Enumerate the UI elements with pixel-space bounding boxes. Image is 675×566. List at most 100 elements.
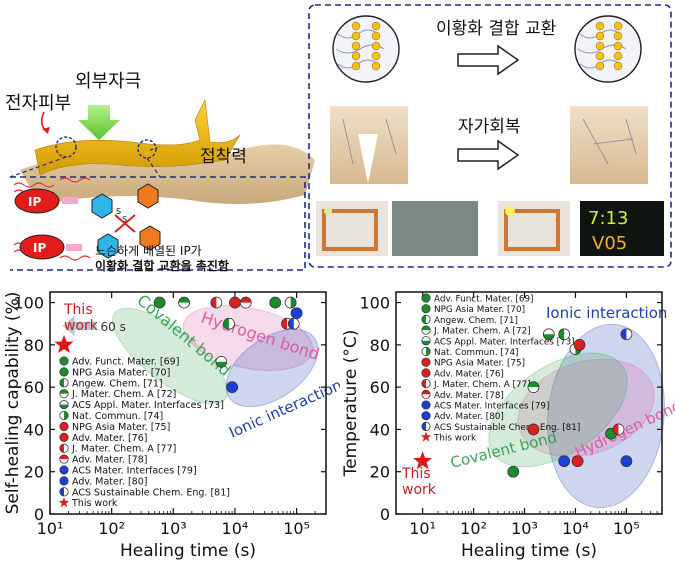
legend-entry: Adv. Mater. [76] bbox=[72, 433, 147, 444]
data-point bbox=[210, 296, 223, 309]
legend-entry: ACS Appl. Mater. Interfaces [73] bbox=[434, 337, 575, 347]
legend-marker bbox=[420, 431, 432, 442]
legend-entry: Adv. Mater. [78] bbox=[72, 455, 147, 466]
ytick-label: 0 bbox=[380, 505, 390, 524]
legend-marker bbox=[59, 432, 69, 442]
legend-entry: Adv. Mater. [80] bbox=[72, 476, 147, 487]
data-point bbox=[527, 381, 540, 393]
this-work-star bbox=[54, 334, 74, 353]
ytick-label: 60 bbox=[24, 378, 44, 397]
xtick-label: 10² bbox=[98, 519, 125, 538]
ytick-label: 60 bbox=[370, 378, 390, 397]
data-point bbox=[229, 296, 241, 309]
adhesion-label: 접착력 bbox=[200, 147, 247, 167]
legend-entry: Adv. Mater. [76] bbox=[434, 369, 504, 379]
skin-label: 전자피부 bbox=[5, 93, 71, 114]
legend-entry: J. Mater. Chem. A [72] bbox=[71, 389, 176, 400]
data-point bbox=[284, 296, 297, 309]
led-text-bottom: V05 bbox=[592, 233, 627, 254]
legend-entry: This work bbox=[71, 498, 118, 509]
legend-entry: NPG Asia Mater. [75] bbox=[72, 422, 170, 433]
legend-entry: Nat. Commun. [74] bbox=[72, 411, 163, 422]
legend-entry: This work bbox=[433, 434, 477, 444]
legend-marker bbox=[421, 336, 431, 346]
this-work-label: work bbox=[64, 318, 99, 334]
xtick-label: 10³ bbox=[511, 519, 538, 538]
data-point bbox=[543, 328, 555, 341]
legend-marker bbox=[58, 497, 70, 508]
led-text-top: 7:13 bbox=[588, 208, 628, 229]
data-point bbox=[290, 307, 303, 319]
arrow-label: 60 s bbox=[101, 320, 126, 334]
ip-molecule-bottom: IP bbox=[19, 234, 65, 260]
stimulus-arrow bbox=[78, 105, 120, 140]
mechanism-frame bbox=[308, 4, 672, 268]
eskin-schematic: 전자피부 외부자극 접착력 IP IP S S 느슨하게 배열된 IP가 이황화… bbox=[5, 71, 315, 273]
data-point bbox=[287, 317, 300, 330]
led-display-photo: 7:13 V05 bbox=[580, 201, 664, 256]
data-point bbox=[178, 296, 190, 309]
data-point bbox=[558, 455, 570, 467]
legend: Adv. Funct. Mater. [69] NPG Asia Mater. [… bbox=[58, 356, 230, 509]
data-point bbox=[215, 355, 228, 368]
ip-label-top: IP bbox=[28, 195, 41, 209]
legend: Adv. Funct. Mater. [69]NPG Asia Mater. [… bbox=[420, 293, 580, 444]
exchange-arrow bbox=[457, 44, 520, 76]
legend-marker bbox=[59, 389, 69, 399]
xtick-label: 10⁴ bbox=[562, 519, 589, 538]
legend-marker bbox=[59, 443, 69, 453]
region-ionic-interaction bbox=[225, 328, 319, 408]
network-before bbox=[332, 15, 400, 83]
this-work-label: This bbox=[63, 302, 93, 318]
region-hydrogen-bond bbox=[182, 305, 314, 371]
legend-entry: Adv. Mater. [80] bbox=[434, 412, 504, 422]
this-work-label: This bbox=[401, 466, 431, 482]
ytick-label: 0 bbox=[34, 505, 44, 524]
legend-entry: ACS Mater. Interfaces [79] bbox=[72, 466, 197, 477]
selfheal-arrow bbox=[457, 139, 520, 171]
this-work-star bbox=[413, 451, 433, 470]
data-point bbox=[612, 423, 625, 436]
xtick-label: 10⁵ bbox=[283, 519, 310, 538]
legend-entry: J. Mater. Chem. A [77] bbox=[71, 444, 176, 455]
legend-marker bbox=[421, 325, 431, 335]
legend-marker bbox=[421, 400, 431, 410]
xtick-label: 10⁴ bbox=[222, 519, 249, 538]
legend-marker bbox=[59, 356, 69, 366]
data-point bbox=[573, 339, 586, 351]
legend-marker bbox=[421, 357, 431, 367]
data-point bbox=[571, 455, 584, 467]
legend-marker bbox=[59, 367, 69, 377]
xtick-label: 10¹ bbox=[409, 519, 436, 538]
region-covalent-bond bbox=[112, 307, 228, 405]
ip-molecule-top: IP bbox=[14, 188, 60, 214]
legend-entry: NPG Asia Mater. [75] bbox=[434, 359, 525, 369]
legend-marker bbox=[59, 487, 69, 497]
data-point bbox=[223, 317, 235, 330]
xtick-label: 10¹ bbox=[37, 519, 64, 538]
legend-marker bbox=[59, 378, 69, 388]
legend-marker bbox=[59, 476, 69, 486]
speed-arrow bbox=[62, 315, 97, 336]
data-point bbox=[226, 381, 238, 393]
ytick-label: 100 bbox=[359, 294, 390, 313]
ytick-label: 80 bbox=[370, 336, 390, 355]
legend-entry: Adv. Funct. Mater. [69] bbox=[72, 357, 179, 368]
electronic-skin-film bbox=[34, 98, 241, 176]
data-point bbox=[239, 296, 252, 309]
circuit-photo-1 bbox=[316, 201, 388, 256]
data-point bbox=[153, 296, 166, 309]
legend-entry: ACS Sustainable Chem. Eng. [81] bbox=[72, 487, 230, 498]
selfheal-label: 자가회복 bbox=[458, 117, 521, 137]
legend-entry: Adv. Mater. [78] bbox=[434, 391, 504, 401]
microscope-photo bbox=[392, 201, 478, 256]
region-covalent-bond bbox=[488, 352, 628, 468]
network-after bbox=[574, 15, 642, 83]
data-point bbox=[269, 296, 282, 309]
ytick-label: 40 bbox=[370, 420, 390, 439]
data-point bbox=[558, 328, 570, 341]
legend-marker bbox=[421, 421, 431, 431]
legend-entry: NPG Asia Mater. [70] bbox=[434, 305, 525, 315]
region-label-0: Ionic interaction bbox=[546, 304, 667, 322]
